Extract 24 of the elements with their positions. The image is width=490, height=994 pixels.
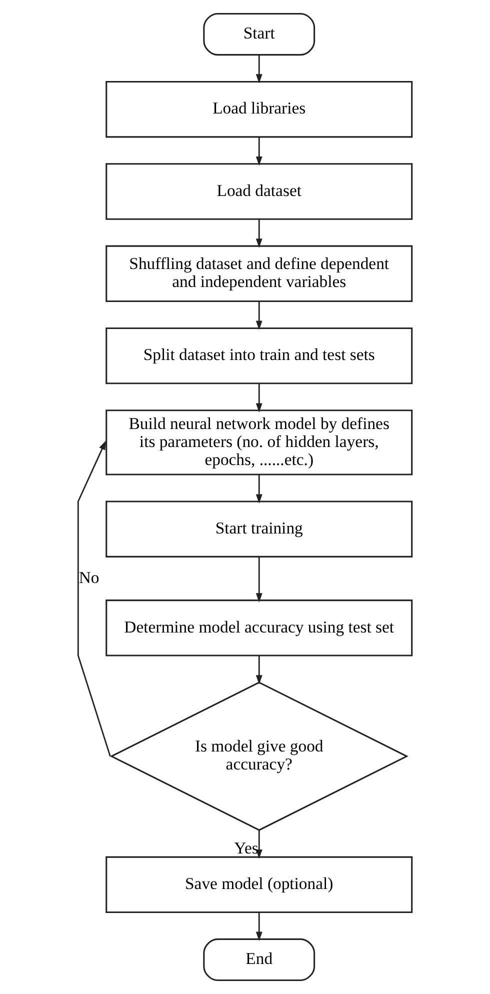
arrow	[256, 219, 262, 248]
node-box: Split dataset into train and test sets	[106, 327, 413, 384]
node-diamond: Is model give good accuracy?	[110, 682, 408, 831]
node-box: Shuffling dataset and define dependent and independent variables	[106, 245, 413, 302]
arrow	[256, 54, 262, 84]
arrow	[256, 137, 262, 166]
arrow	[256, 474, 262, 504]
node-box: Save model (optional)	[106, 856, 413, 913]
node-box: Start training	[106, 500, 413, 558]
node-box: Determine model accuracy using test set	[106, 600, 413, 656]
edge-label: No	[78, 568, 100, 587]
arrow	[256, 384, 262, 412]
arrow	[256, 557, 262, 602]
node-box: Start	[203, 12, 316, 56]
node-box: End	[203, 938, 316, 982]
arrow	[77, 440, 111, 756]
node-box: Build neural network model by defines its parameters (no. of hidden layers, epochs, ......etc.)	[106, 410, 413, 476]
node-box: Load libraries	[106, 81, 413, 138]
arrow	[256, 830, 262, 859]
arrow	[256, 656, 262, 684]
node-box: Load dataset	[106, 163, 413, 220]
edge-label: Yes	[234, 838, 258, 858]
arrow	[256, 301, 262, 330]
arrow	[256, 912, 262, 942]
